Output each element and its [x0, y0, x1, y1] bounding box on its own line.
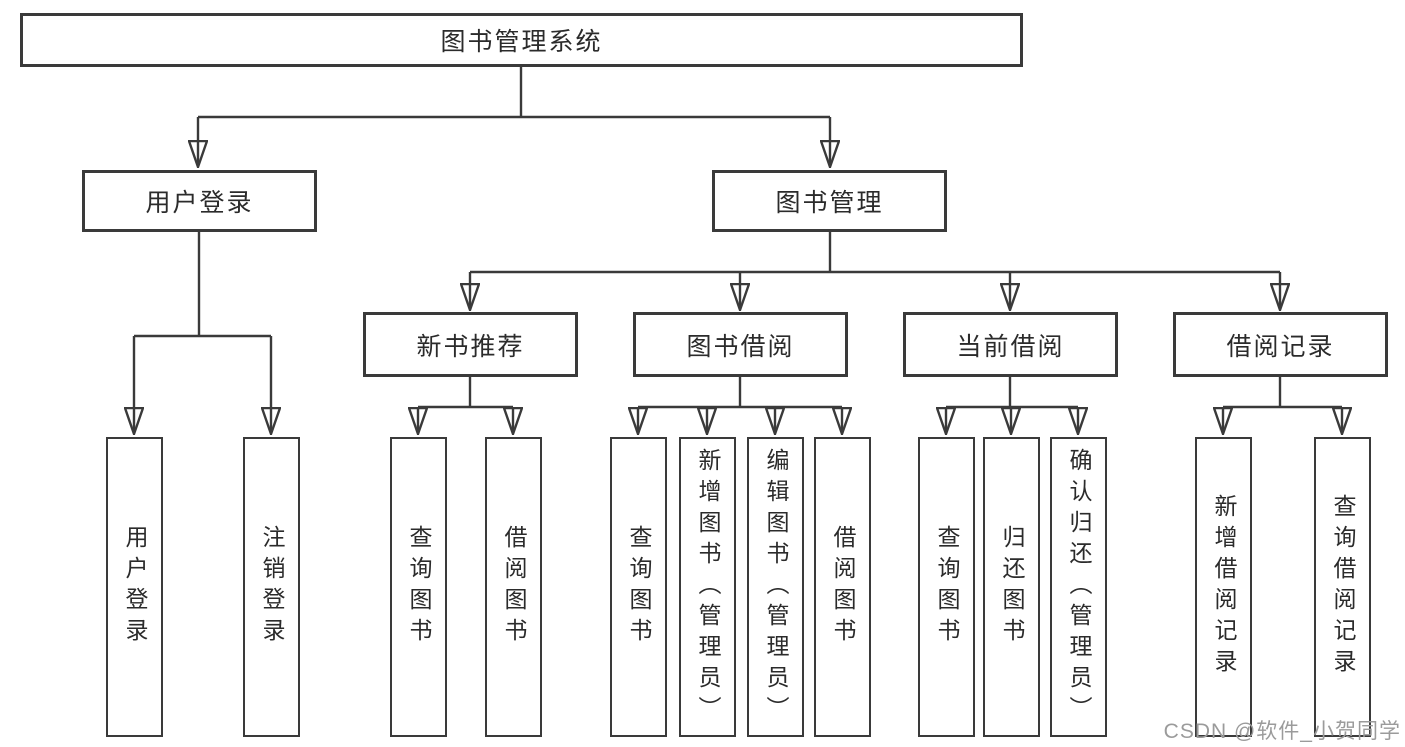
- node-user-login: 用户登录: [82, 170, 317, 232]
- connector-borrow-records-split: [1223, 376, 1342, 433]
- leaf-edit-books-admin: 编辑图书（管理员）: [747, 437, 804, 737]
- node-book-borrow: 图书借阅: [633, 312, 848, 377]
- connector-root-split: [198, 66, 830, 166]
- leaf-add-books-admin: 新增图书（管理员）: [679, 437, 736, 737]
- node-new-book-recommend: 新书推荐: [363, 312, 578, 377]
- leaf-query-books-borrow: 查询图书: [610, 437, 667, 737]
- node-borrow-records: 借阅记录: [1173, 312, 1388, 377]
- leaf-query-books-current: 查询图书: [918, 437, 975, 737]
- connector-book-borrow-split: [638, 376, 842, 433]
- leaf-confirm-return-admin: 确认归还（管理员）: [1050, 437, 1107, 737]
- node-library-system: 图书管理系统: [20, 13, 1023, 67]
- connector-book-management-split: [470, 231, 1280, 309]
- leaf-borrow-books-recommend: 借阅图书: [485, 437, 542, 737]
- leaf-return-books: 归还图书: [983, 437, 1040, 737]
- leaf-user-login: 用户登录: [106, 437, 163, 737]
- node-current-borrow: 当前借阅: [903, 312, 1118, 377]
- connector-user-login-split: [134, 231, 271, 433]
- leaf-add-borrow-record: 新增借阅记录: [1195, 437, 1252, 737]
- leaf-query-books-recommend: 查询图书: [390, 437, 447, 737]
- leaf-borrow-books: 借阅图书: [814, 437, 871, 737]
- leaf-query-borrow-record: 查询借阅记录: [1314, 437, 1371, 737]
- connector-current-borrow-split: [946, 376, 1078, 433]
- connector-new-book-split: [418, 376, 513, 433]
- leaf-logout: 注销登录: [243, 437, 300, 737]
- node-book-management: 图书管理: [712, 170, 947, 232]
- watermark: CSDN @软件_小贺同学: [1163, 720, 1401, 743]
